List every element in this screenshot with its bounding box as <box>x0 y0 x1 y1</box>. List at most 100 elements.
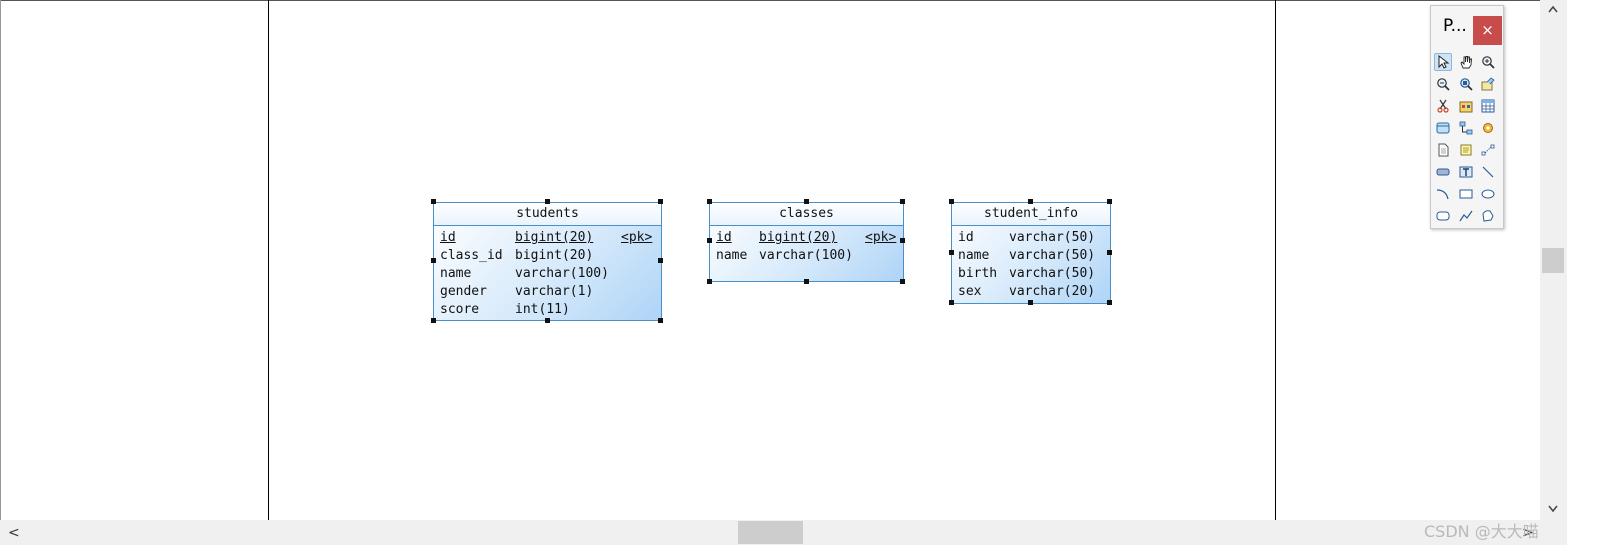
zoom-fit-icon[interactable] <box>1457 75 1475 93</box>
page-boundary-left <box>268 0 269 520</box>
arc-icon[interactable] <box>1434 185 1452 203</box>
horizontal-scroll-thumb[interactable] <box>738 521 803 544</box>
table-row[interactable]: class_id bigint(20) <box>434 247 661 265</box>
tool-palette[interactable]: P... × <box>1430 5 1504 229</box>
selection-handle[interactable] <box>949 250 954 255</box>
grabber-hand-icon[interactable] <box>1457 53 1475 71</box>
column-type: varchar(20) <box>1009 284 1096 299</box>
column-name: id <box>716 230 732 245</box>
polygon-icon[interactable] <box>1479 207 1497 225</box>
selection-handle[interactable] <box>431 318 436 323</box>
table-title: student_info <box>952 203 1110 226</box>
column-name: name <box>716 248 748 263</box>
selection-handle[interactable] <box>658 199 663 204</box>
column-name: birth <box>958 266 998 281</box>
column-name: score <box>440 302 480 317</box>
note-icon[interactable] <box>1457 141 1475 159</box>
watermark: CSDN @大大喵 <box>1424 522 1539 541</box>
column-name: id <box>958 230 974 245</box>
selection-handle[interactable] <box>431 199 436 204</box>
window-edge <box>1567 0 1599 558</box>
text-frame-icon[interactable] <box>1434 163 1452 181</box>
table-classes[interactable]: classes id bigint(20) <pk> name varchar(… <box>709 202 904 282</box>
scroll-up-icon[interactable] <box>1548 2 1558 16</box>
cut-icon[interactable] <box>1434 97 1452 115</box>
reference-icon[interactable] <box>1457 119 1475 137</box>
column-type: varchar(100) <box>515 266 609 281</box>
view-icon[interactable] <box>1434 119 1452 137</box>
text-icon[interactable] <box>1457 163 1475 181</box>
pointer-icon[interactable] <box>1434 53 1452 71</box>
open-package-icon[interactable] <box>1479 75 1497 93</box>
selection-handle[interactable] <box>900 199 905 204</box>
table-students[interactable]: students id bigint(20) <pk> class_id big… <box>433 202 662 321</box>
procedure-gear-icon[interactable] <box>1479 119 1497 137</box>
table-student-info[interactable]: student_info id varchar(50) name varchar… <box>951 202 1111 304</box>
column-name: name <box>440 266 472 281</box>
vertical-scroll-thumb[interactable] <box>1542 248 1564 273</box>
link-icon[interactable] <box>1479 141 1497 159</box>
ellipse-icon[interactable] <box>1479 185 1497 203</box>
zoom-in-icon[interactable] <box>1479 53 1497 71</box>
selection-handle[interactable] <box>431 258 436 263</box>
scroll-right-icon[interactable]: > <box>1522 525 1534 541</box>
rectangle-icon[interactable] <box>1457 185 1475 203</box>
column-key: <pk> <box>865 230 897 245</box>
selection-handle[interactable] <box>1107 250 1112 255</box>
column-name: gender <box>440 284 487 299</box>
selection-handle[interactable] <box>658 318 663 323</box>
selection-handle[interactable] <box>804 279 809 284</box>
close-icon[interactable]: × <box>1473 16 1502 45</box>
table-row[interactable]: id bigint(20) <pk> <box>710 229 903 247</box>
scroll-left-icon[interactable]: < <box>8 525 20 541</box>
selection-handle[interactable] <box>658 258 663 263</box>
table-row[interactable]: id bigint(20) <pk> <box>434 229 661 247</box>
selection-handle[interactable] <box>1107 300 1112 305</box>
table-row[interactable]: name varchar(50) <box>952 247 1110 265</box>
table-row[interactable]: sex varchar(20) <box>952 283 1110 301</box>
column-type: varchar(100) <box>759 248 853 263</box>
page-border-top <box>0 0 1540 1</box>
selection-handle[interactable] <box>1028 300 1033 305</box>
selection-handle[interactable] <box>707 279 712 284</box>
polyline-icon[interactable] <box>1457 207 1475 225</box>
selection-handle[interactable] <box>900 238 905 243</box>
table-title: classes <box>710 203 903 226</box>
selection-handle[interactable] <box>804 199 809 204</box>
zoom-out-icon[interactable] <box>1434 75 1452 93</box>
selection-handle[interactable] <box>900 279 905 284</box>
diagram-canvas[interactable]: students id bigint(20) <pk> class_id big… <box>0 0 1540 520</box>
table-icon[interactable] <box>1479 97 1497 115</box>
column-type: varchar(50) <box>1009 266 1096 281</box>
column-name: sex <box>958 284 982 299</box>
column-type: bigint(20) <box>515 248 594 263</box>
selection-handle[interactable] <box>545 318 550 323</box>
selection-handle[interactable] <box>949 199 954 204</box>
package-icon[interactable] <box>1457 97 1475 115</box>
selection-handle[interactable] <box>707 199 712 204</box>
selection-handle[interactable] <box>1028 199 1033 204</box>
line-icon[interactable] <box>1479 163 1497 181</box>
scroll-down-icon[interactable] <box>1548 502 1558 516</box>
table-row[interactable]: id varchar(50) <box>952 229 1110 247</box>
column-type: varchar(50) <box>1009 248 1096 263</box>
selection-handle[interactable] <box>1107 199 1112 204</box>
window-bottom-edge <box>0 545 1599 558</box>
palette-title: P... <box>1443 16 1467 36</box>
table-row[interactable]: gender varchar(1) <box>434 283 661 301</box>
column-name: name <box>958 248 990 263</box>
column-name: id <box>440 230 456 245</box>
column-type: int(11) <box>515 302 570 317</box>
table-row[interactable]: score int(11) <box>434 301 661 319</box>
table-title: students <box>434 203 661 226</box>
table-row[interactable]: birth varchar(50) <box>952 265 1110 283</box>
file-icon[interactable] <box>1434 141 1452 159</box>
column-type: varchar(50) <box>1009 230 1096 245</box>
rounded-rectangle-icon[interactable] <box>1434 207 1452 225</box>
column-type: varchar(1) <box>515 284 594 299</box>
selection-handle[interactable] <box>545 199 550 204</box>
table-row[interactable]: name varchar(100) <box>710 247 903 265</box>
selection-handle[interactable] <box>949 300 954 305</box>
selection-handle[interactable] <box>707 238 712 243</box>
table-row[interactable]: name varchar(100) <box>434 265 661 283</box>
